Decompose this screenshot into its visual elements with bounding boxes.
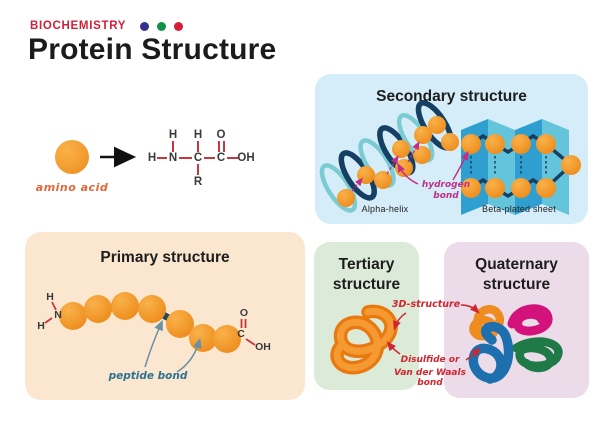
bond — [179, 157, 192, 159]
primary-structure-graphic: H H N O C OH — [37, 291, 271, 373]
atom-h: H — [193, 129, 203, 141]
quaternary-structure-panel: Quaternary structure — [444, 242, 589, 398]
header-kicker-row: BIOCHEMISTRY — [30, 20, 184, 32]
bond-double — [218, 141, 220, 152]
bond-double — [223, 141, 225, 152]
terminal-bonds — [44, 301, 256, 346]
disulfide-label-line1: Disulfide or — [400, 355, 460, 365]
primary-title: Primary structure — [100, 249, 230, 266]
bond — [197, 141, 199, 152]
alpha-helix-caption: Alpha-helix — [361, 204, 409, 214]
quaternary-title: Quaternary structure — [475, 256, 558, 294]
bond — [197, 164, 199, 175]
tertiary-structure-panel: Tertiary structure — [314, 242, 419, 390]
amino-acid-formula: H H O H N C C OH R — [145, 120, 265, 198]
amino-acid-sphere — [55, 140, 89, 174]
subunit-green — [511, 337, 563, 373]
beta-sheet-graphic — [461, 119, 581, 215]
subunit-magenta — [507, 304, 553, 336]
disulfide-label-line2: Van der Waals bond — [394, 368, 466, 388]
chain-residues — [59, 292, 241, 353]
beta-sheet-caption: Beta-plated sheet — [482, 204, 556, 214]
bond — [157, 157, 167, 159]
secondary-structure-graphic — [319, 100, 581, 215]
atom-oh: OH — [237, 152, 255, 164]
tertiary-knot-graphic — [330, 304, 398, 375]
peptide-bond-label: peptide bond — [108, 370, 188, 382]
atom-h: H — [147, 152, 157, 164]
secondary-title: Secondary structure — [376, 88, 527, 105]
bond — [172, 141, 174, 152]
navy-dot-icon — [140, 21, 150, 31]
atom-o: O — [216, 129, 226, 141]
atom-oh: OH — [255, 341, 271, 353]
atom-h: H — [37, 320, 45, 332]
atom-c: C — [237, 328, 245, 340]
green-dot-icon — [157, 21, 167, 31]
hydrogen-bond-label: hydrogen bond — [421, 180, 471, 202]
subunit-blue — [468, 321, 514, 384]
bond — [204, 157, 215, 159]
sheet-residues — [461, 134, 581, 198]
atom-o: O — [240, 307, 248, 319]
atom-n: N — [168, 152, 178, 164]
amino-acid-label: amino acid — [35, 181, 109, 194]
tertiary-title: Tertiary structure — [332, 256, 401, 294]
peptide-bond-arrows — [144, 319, 202, 373]
quaternary-subunits-graphic — [468, 304, 563, 384]
atom-c: C — [216, 152, 226, 164]
3d-structure-label: 3D-structure — [391, 299, 461, 310]
kicker-text: BIOCHEMISTRY — [30, 20, 127, 32]
atom-h: H — [46, 291, 54, 303]
atom-c: C — [193, 152, 203, 164]
atom-r: R — [193, 176, 203, 188]
primary-structure-panel: Primary structure — [25, 232, 305, 400]
page-title: Protein Structure — [28, 33, 277, 66]
helix-hydrogen-bonds — [351, 141, 420, 192]
bond — [227, 157, 238, 159]
atom-n: N — [54, 309, 62, 321]
hydrogen-bond-arrows — [397, 150, 469, 185]
secondary-structure-panel: Secondary structure — [315, 74, 588, 224]
red-dot-icon — [174, 21, 184, 31]
atom-h: H — [168, 129, 178, 141]
